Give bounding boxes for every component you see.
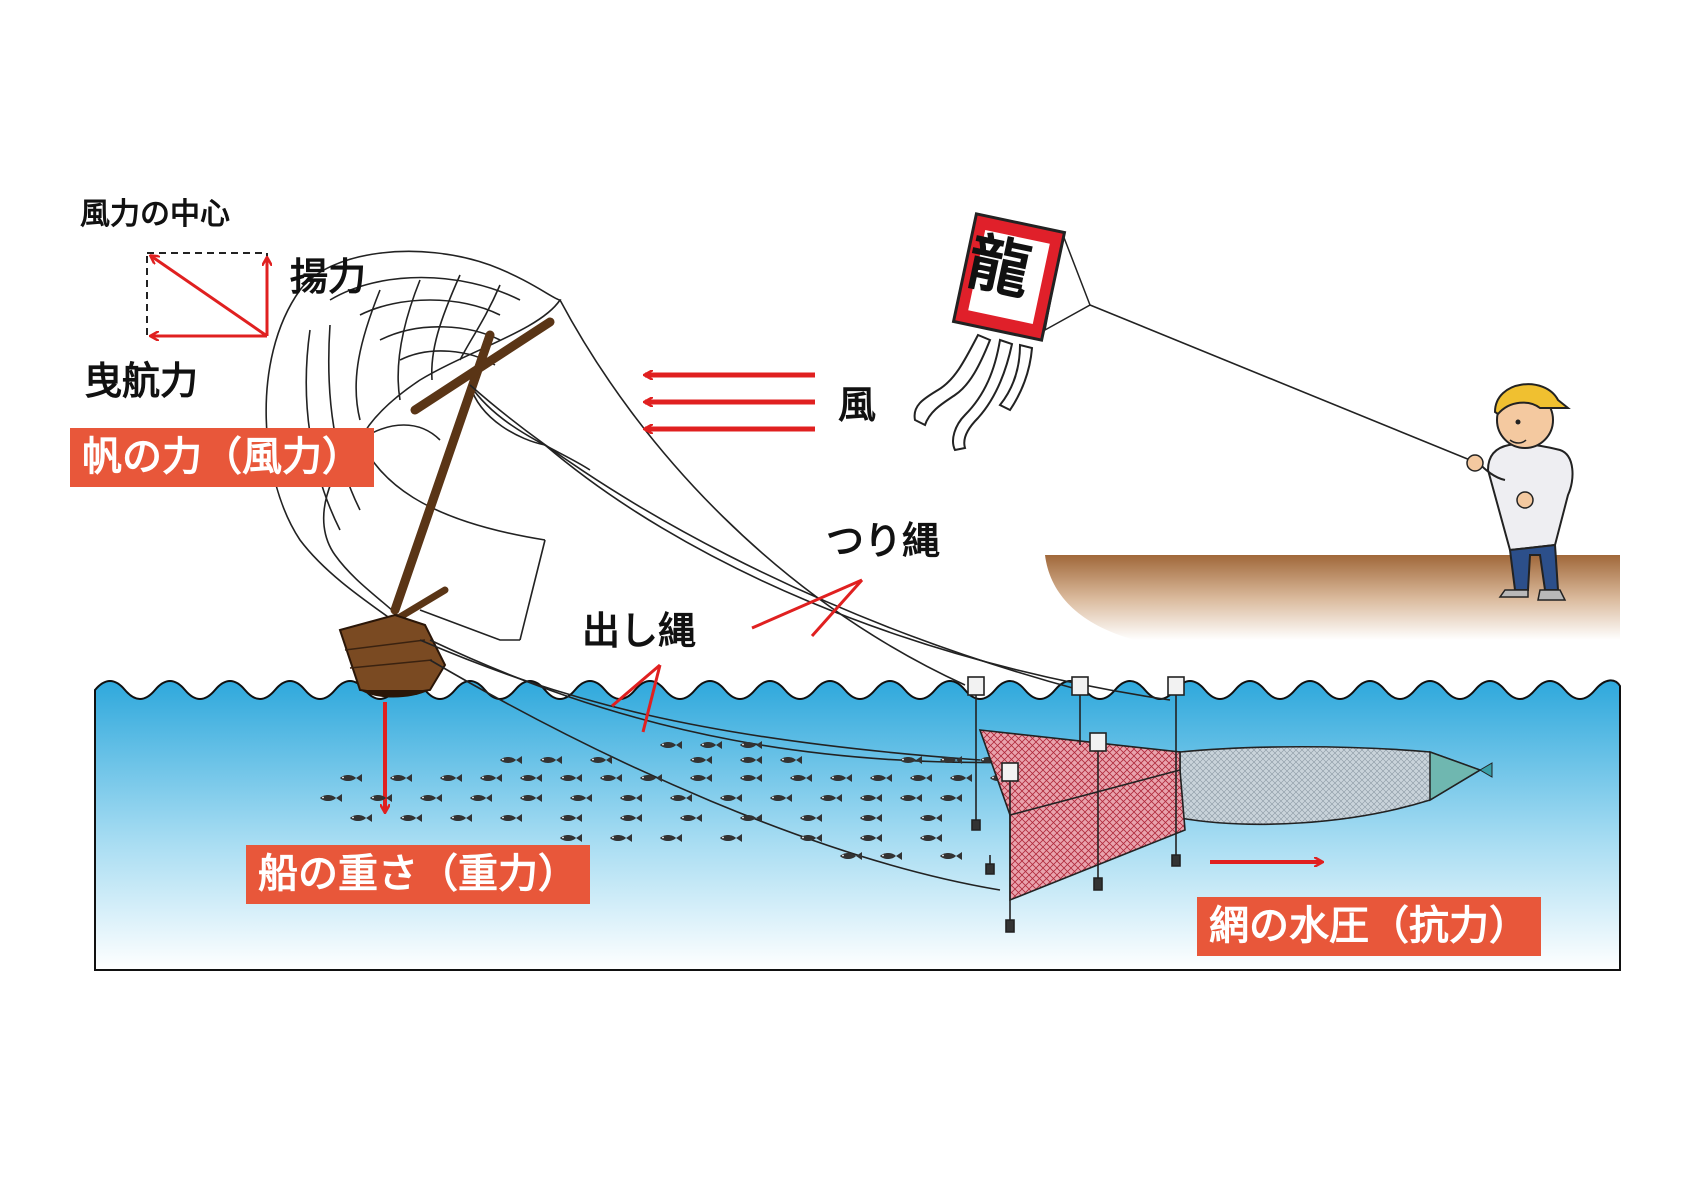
- boat: [338, 317, 555, 698]
- callout-lines: [611, 578, 864, 733]
- kid-flying-kite: [1466, 383, 1574, 601]
- lead-rope-label: 出し縄: [582, 609, 697, 653]
- wind-center-label: 風力の中心: [80, 197, 230, 232]
- sail-force-box: 帆の力（風力）: [70, 428, 374, 487]
- mast: [390, 330, 495, 615]
- wind-arrows: [645, 375, 815, 429]
- force-diagram: [146, 252, 268, 338]
- kite-character: 龍: [961, 224, 1038, 309]
- towing-label: 曳航力: [84, 359, 199, 403]
- hanging-rope-label: つり縄: [826, 519, 941, 563]
- kite: [913, 212, 1471, 461]
- floats-and-sinkers: [967, 676, 1185, 933]
- wind-label: 風: [838, 383, 877, 427]
- net-drag-box: 網の水圧（抗力）: [1197, 897, 1541, 956]
- resultant-force-arrow: [151, 256, 268, 338]
- kite-tails: [913, 333, 1034, 452]
- kite-string: [1089, 304, 1471, 461]
- yard: [410, 317, 555, 415]
- lift-label: 揚力: [290, 255, 367, 299]
- boat-weight-box: 船の重さ（重力）: [246, 845, 590, 904]
- shore: [1045, 555, 1620, 640]
